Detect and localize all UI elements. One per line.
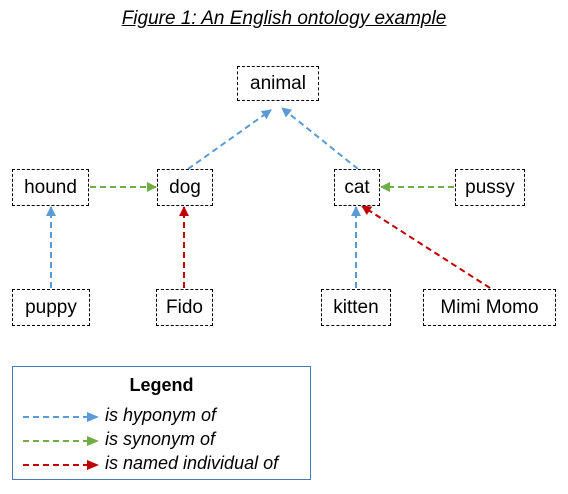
node-cat: cat bbox=[334, 169, 380, 206]
legend-label-named: is named individual of bbox=[105, 453, 279, 473]
legend-item-named: is named individual of bbox=[13, 453, 310, 477]
node-mimi-momo: Mimi Momo bbox=[423, 289, 556, 326]
edge-cat-animal bbox=[281, 107, 359, 170]
legend: Legend is hyponym of is synonym of is na… bbox=[12, 366, 311, 480]
node-kitten: kitten bbox=[321, 289, 391, 326]
figure-title: Figure 1: An English ontology example bbox=[121, 8, 447, 29]
node-dog: dog bbox=[157, 169, 213, 206]
node-puppy: puppy bbox=[12, 289, 90, 326]
legend-item-synonym: is synonym of bbox=[13, 429, 310, 453]
blue-dashed-arrow-icon bbox=[23, 412, 99, 422]
legend-item-hyponym: is hyponym of bbox=[13, 405, 310, 429]
legend-title: Legend bbox=[129, 375, 194, 395]
edge-mimi-cat bbox=[361, 205, 491, 289]
red-dashed-arrow-icon bbox=[23, 460, 99, 470]
node-hound: hound bbox=[12, 169, 89, 206]
legend-label-hyponym: is hyponym of bbox=[105, 405, 217, 425]
edge-dog-animal bbox=[187, 109, 272, 170]
green-dashed-arrow-icon bbox=[23, 436, 99, 446]
node-fido: Fido bbox=[156, 289, 213, 326]
legend-label-synonym: is synonym of bbox=[105, 429, 216, 449]
node-animal: animal bbox=[237, 66, 319, 101]
node-pussy: pussy bbox=[455, 169, 525, 206]
